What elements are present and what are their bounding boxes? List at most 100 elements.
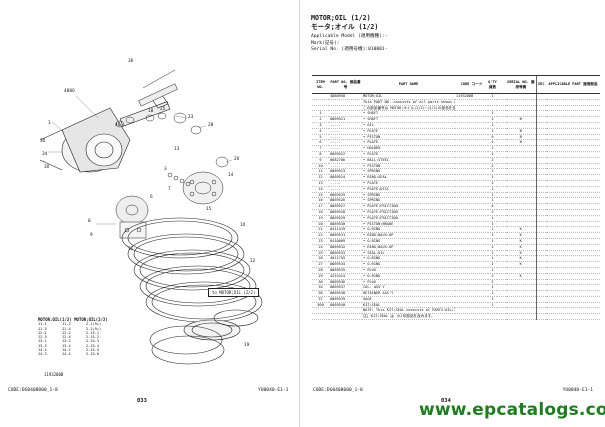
- cell-part-name: GAGE: [362, 296, 455, 303]
- cell-part-no: [329, 105, 362, 112]
- cell-sec: [535, 116, 546, 123]
- cell-code: [455, 284, 488, 292]
- cell-serial: [506, 174, 536, 181]
- cell-serial: K: [506, 238, 536, 245]
- cell-code: [455, 255, 488, 263]
- cell-part-no: 0869524: [329, 174, 362, 181]
- cell-serial: [506, 302, 536, 309]
- cell-code: [455, 209, 488, 216]
- header-applicable: APPLICABLE PART 適用部品: [546, 75, 600, 94]
- legend-cell: J2-4: [62, 335, 71, 340]
- cell-sec: [535, 128, 546, 135]
- left-page: 4880 36 40 18 25 23 28 20 13 14 15 1 30 …: [0, 0, 300, 427]
- cell-part-name: 注) KIT;SEAL は (K)印部品を含みます。: [362, 313, 455, 321]
- cell-part-name: • SPRING: [362, 168, 455, 176]
- leader-lines: [48, 95, 233, 225]
- cell-qty: 1: [488, 122, 497, 129]
- legend-cell: 2-2(9+): [86, 326, 102, 331]
- cell-part-no: -----: [329, 134, 362, 141]
- cell-code: [455, 313, 488, 321]
- cell-qty: 1: [488, 192, 497, 199]
- cell-part-name: • O-RING: [362, 273, 455, 280]
- cell-serial: [506, 93, 536, 100]
- legend-cell: J3-1: [38, 339, 47, 344]
- cell-applicable: [546, 151, 600, 158]
- cell-dot: [497, 174, 506, 181]
- cell-sec: [535, 203, 546, 210]
- cell-qty: 1: [488, 244, 497, 251]
- cell-item-no: 22: [312, 232, 329, 239]
- header-code: CODE コード: [455, 75, 488, 94]
- cell-serial: [506, 203, 536, 210]
- cell-applicable: [546, 279, 600, 286]
- cell-part-name: • PISTON: [362, 163, 455, 170]
- cell-applicable: [546, 134, 600, 141]
- cell-code: [455, 226, 488, 234]
- callout-label: 36: [128, 58, 134, 63]
- cell-item-no: 15: [312, 192, 329, 199]
- cell-applicable: [546, 122, 600, 129]
- cell-serial: [506, 180, 536, 187]
- cell-code: [455, 110, 488, 118]
- cell-qty: 1: [488, 284, 497, 292]
- cell-part-no: 0869522: [329, 151, 362, 158]
- cell-sec: [535, 238, 546, 245]
- cell-part-no: 0869537: [329, 284, 362, 292]
- cell-code: [455, 122, 488, 129]
- cell-dot: [497, 261, 506, 268]
- cell-part-name: • HOLDER: [362, 145, 455, 152]
- cell-applicable: [546, 163, 600, 170]
- cell-part-no: -----: [329, 163, 362, 170]
- cell-part-no: [329, 99, 362, 106]
- cell-sec: [535, 157, 546, 164]
- cell-item-no: 10: [312, 163, 329, 170]
- left-footer-code: CODE:DG0408000_1-8: [8, 388, 58, 393]
- cell-item-no: [312, 105, 329, 112]
- parts-table-wrapper: ITEM NO. PART NO. 部品番号 PART NAME CODE コー…: [312, 75, 600, 385]
- legend-cell: J4-1: [38, 348, 47, 353]
- cell-item-no: 9: [312, 157, 329, 164]
- watermark-link[interactable]: www.epcatalogs.com: [419, 400, 605, 420]
- cell-serial: [506, 157, 536, 164]
- cell-sec: [535, 145, 546, 152]
- cell-serial: [506, 290, 536, 297]
- cell-applicable: [546, 250, 600, 257]
- cell-sec: [535, 105, 546, 112]
- callout-label: 4880: [64, 88, 75, 93]
- cell-part-no: 0869521: [329, 116, 362, 123]
- callout-label: 18: [148, 108, 154, 113]
- legend-cell: J4-4: [62, 352, 71, 357]
- cell-dot: [497, 192, 506, 199]
- legend-cell: 2-15-1: [86, 330, 99, 335]
- cell-item-no: 26: [312, 255, 329, 263]
- callout-label: 12: [250, 258, 256, 263]
- cell-sec: [535, 180, 546, 187]
- cell-part-no: -----: [329, 122, 362, 129]
- cell-part-name: • PISTON: [362, 134, 455, 141]
- cell-applicable: [546, 302, 600, 309]
- cell-qty: 1: [488, 93, 497, 100]
- cell-serial: [506, 145, 536, 152]
- cell-sec: [535, 232, 546, 239]
- cell-applicable: [546, 221, 600, 228]
- cell-applicable: [546, 215, 600, 222]
- table-row: This PART NO. consists of all parts show…: [312, 99, 600, 106]
- parts-list-title-jp: モータ;オイル (1/2): [311, 23, 379, 31]
- cell-item-no: 8: [312, 151, 329, 158]
- cell-part-no: 0869529: [329, 215, 362, 222]
- cell-sec: [535, 134, 546, 141]
- right-page-number: 034: [441, 398, 451, 404]
- cell-qty: 1: [488, 174, 497, 181]
- callout-label: 10: [240, 222, 246, 227]
- cell-dot: [497, 110, 506, 118]
- cell-dot: [497, 99, 506, 106]
- cell-applicable: [546, 110, 600, 118]
- cell-code: [455, 157, 488, 164]
- seal-ring-group: [149, 309, 259, 365]
- cell-part-name: • PLATE;FRICTION: [362, 215, 455, 222]
